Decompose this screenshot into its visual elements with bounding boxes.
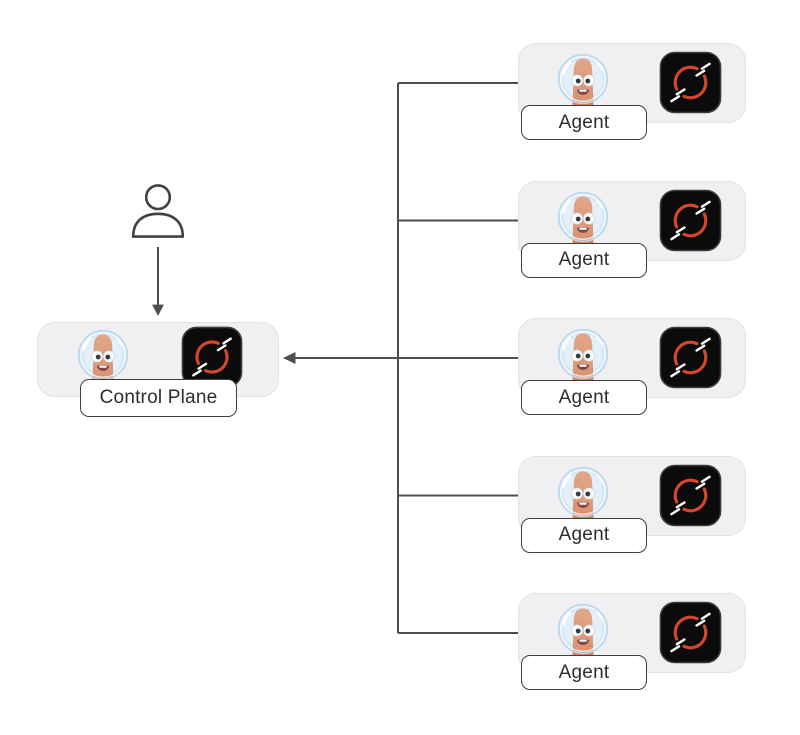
agent-label-3: Agent: [521, 380, 647, 415]
agent-label-text: Agent: [558, 661, 610, 683]
red-circle-slashes-logo-icon: [659, 326, 722, 389]
agent-label-2: Agent: [521, 242, 647, 278]
agent-label-text: Agent: [558, 249, 610, 270]
control-plane-label-text: Control Plane: [99, 387, 218, 408]
agent-label-5: Agent: [521, 655, 647, 690]
arrowhead-down-icon: [152, 304, 164, 316]
red-circle-slashes-logo-icon: [659, 601, 722, 664]
agent-label-4: Agent: [521, 517, 647, 553]
red-circle-slashes-logo-icon: [659, 51, 722, 114]
person-icon: [130, 184, 186, 238]
red-circle-slashes-logo-icon: [659, 189, 722, 252]
agent-label-text: Agent: [558, 386, 610, 408]
red-circle-slashes-logo-icon: [659, 464, 722, 527]
agent-label-1: Agent: [521, 105, 647, 140]
control-plane-label: Control Plane: [80, 379, 237, 417]
agent-label-text: Agent: [558, 524, 610, 545]
agent-label-text: Agent: [558, 111, 610, 133]
arrowhead-left-icon: [283, 352, 296, 364]
